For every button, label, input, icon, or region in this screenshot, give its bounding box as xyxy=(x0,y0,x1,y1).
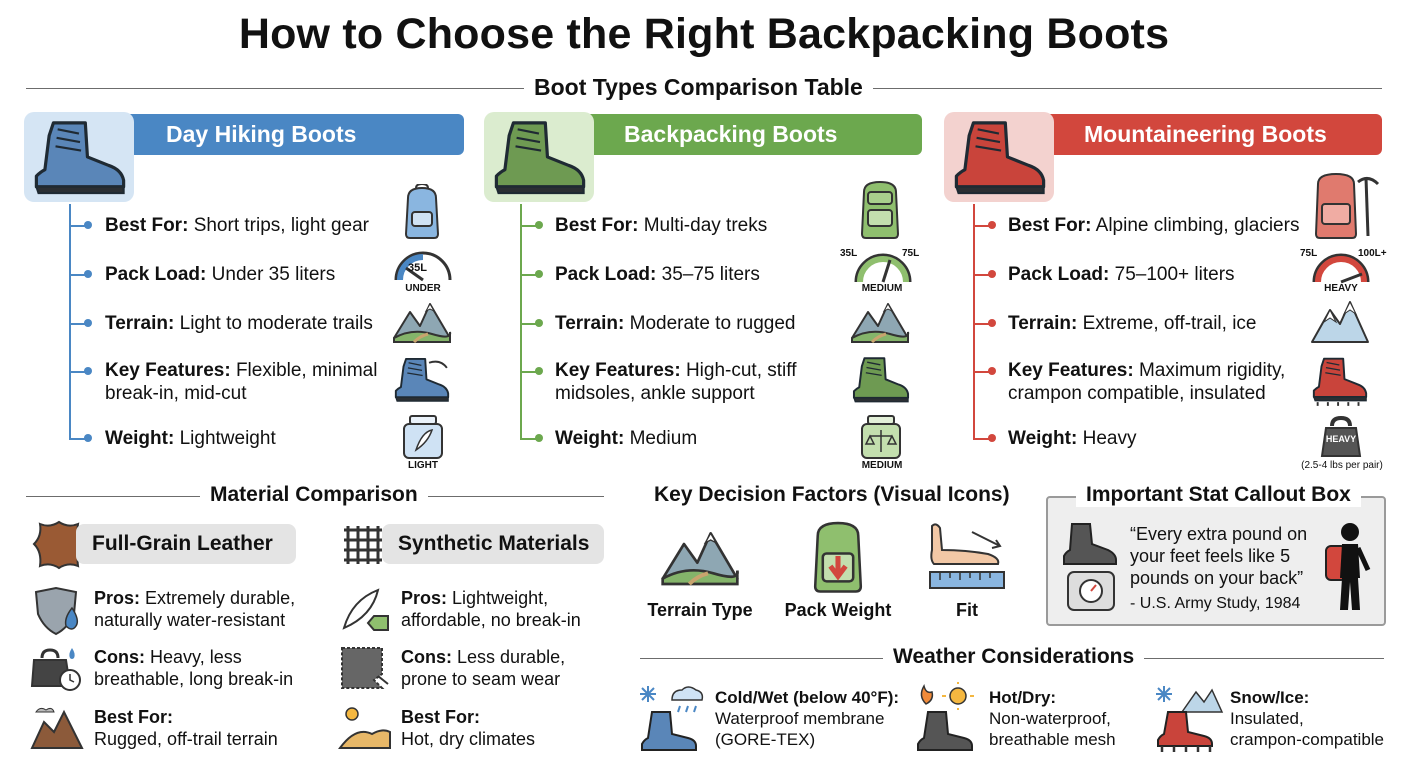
expedition-pack-icon xyxy=(1314,172,1380,239)
foot-ruler-icon xyxy=(929,523,1005,589)
gauge-left-label: 35L xyxy=(840,248,858,259)
snow-ice-icon xyxy=(1156,686,1224,752)
synthetic-weave-icon xyxy=(344,526,382,564)
crampon-boot-icon xyxy=(1312,357,1368,406)
hot-dry-icon xyxy=(917,682,974,751)
factor-pack-weight-label: Pack Weight xyxy=(784,600,892,620)
gauge-right-label: 100L+ xyxy=(1358,248,1387,259)
weight-note: (2.5-4 lbs per pair) xyxy=(1301,460,1383,471)
backpacking-boot-icon xyxy=(494,121,586,195)
page-title: How to Choose the Right Backpacking Boot… xyxy=(238,10,1170,58)
day-hiking-boot-tile xyxy=(24,112,134,202)
factors-heading: Key Decision Factors (Visual Icons) xyxy=(644,483,1020,507)
pack-gauge-icon xyxy=(1312,253,1370,284)
synthetic-cons: Cons: Less durable,prone to seam wear xyxy=(401,647,566,689)
backpacking-rail xyxy=(520,204,522,438)
small-backpack-icon xyxy=(404,184,440,239)
backpack-icon xyxy=(860,180,900,239)
mountaineering-boot-icon xyxy=(954,121,1046,195)
factor-terrain-label: Terrain Type xyxy=(647,600,753,620)
table-row: Terrain: Moderate to rugged xyxy=(555,313,796,334)
synthetic-pill: Synthetic Materials xyxy=(382,524,604,564)
weather-cold: Cold/Wet (below 40°F):Waterproof membran… xyxy=(715,688,900,749)
leather-pill: Full-Grain Leather xyxy=(76,524,296,564)
weight-label: MEDIUM xyxy=(861,460,903,471)
weather-snow: Snow/Ice:Insulated,crampon-compatible xyxy=(1230,688,1385,749)
leather-best: Best For:Rugged, off-trail terrain xyxy=(94,707,278,749)
weather-heading: Weather Considerations xyxy=(883,645,1145,669)
weight-label: LIGHT xyxy=(408,460,438,471)
mountaineering-boot-tile xyxy=(944,112,1054,202)
factor-fit-label: Fit xyxy=(956,600,978,620)
callout-heading: Important Stat Callout Box xyxy=(1076,483,1361,507)
high-cut-boot-icon xyxy=(852,357,910,403)
table-row: Pack Load: 75–100+ liters xyxy=(1008,264,1235,285)
boot-on-scale-icon xyxy=(1063,523,1117,611)
weather-hot: Hot/Dry:Non-waterproof,breathable mesh xyxy=(989,688,1116,749)
ice-mountain-icon xyxy=(1311,300,1369,343)
table-row: Best For: Short trips, light gear xyxy=(105,215,369,236)
materials-heading: Material Comparison xyxy=(200,483,428,507)
balance-scale-icon xyxy=(861,415,901,459)
table-row: Pack Load: 35–75 liters xyxy=(555,264,760,285)
mountaineering-rail xyxy=(973,204,975,438)
gauge-top-label: 35L xyxy=(408,262,427,274)
table-row: Weight: Lightweight xyxy=(105,428,276,449)
day-hiking-boot-icon xyxy=(34,121,126,195)
synthetic-pros: Pros: Lightweight,affordable, no break-i… xyxy=(401,588,581,630)
leather-hide-icon xyxy=(32,520,86,570)
table-row: Weight: Heavy xyxy=(1008,428,1137,449)
pack-gauge-icon xyxy=(394,251,452,282)
gauge-label: UNDER xyxy=(405,283,441,294)
synthetic-best: Best For:Hot, dry climates xyxy=(401,707,536,749)
table-row: Pack Load: Under 35 liters xyxy=(105,264,336,285)
flex-boot-icon xyxy=(394,357,450,403)
terrain-icon xyxy=(392,302,452,344)
rugged-terrain-icon xyxy=(30,707,84,749)
terrain-type-icon xyxy=(660,531,740,586)
gauge-label: HEAVY xyxy=(1324,283,1358,294)
comparison-heading: Boot Types Comparison Table xyxy=(524,74,873,101)
pack-gauge-icon xyxy=(854,253,912,283)
leather-pros: Pros: Extremely durable,naturally water-… xyxy=(94,588,296,630)
gauge-right-label: 75L xyxy=(902,248,920,259)
gauge-label: MEDIUM xyxy=(861,283,903,294)
day-hiking-rail xyxy=(69,204,71,438)
shield-drop-icon xyxy=(34,586,79,636)
hiker-icon xyxy=(1325,523,1371,610)
table-row: Weight: Medium xyxy=(555,428,698,449)
backpacking-boot-tile xyxy=(484,112,594,202)
callout-source: - U.S. Army Study, 1984 xyxy=(1130,595,1301,612)
table-row: Key Features: Maximum rigidity,crampon c… xyxy=(1008,360,1286,404)
light-scale-icon xyxy=(403,415,443,459)
pack-weight-icon xyxy=(813,521,863,593)
heavy-clock-icon xyxy=(30,648,81,691)
cold-wet-icon xyxy=(640,686,704,751)
gauge-left-label: 75L xyxy=(1300,248,1318,259)
heavy-weight-icon xyxy=(1320,415,1362,457)
torn-fabric-icon xyxy=(341,647,389,689)
terrain-icon xyxy=(850,302,910,344)
table-row: Best For: Alpine climbing, glaciers xyxy=(1008,215,1300,236)
table-row: Terrain: Light to moderate trails xyxy=(105,313,373,334)
table-row: Best For: Multi-day treks xyxy=(555,215,768,236)
desert-sun-icon xyxy=(338,707,391,749)
feather-tag-icon xyxy=(342,588,389,631)
heavy-tag: HEAVY xyxy=(1325,434,1357,444)
table-row: Terrain: Extreme, off-trail, ice xyxy=(1008,313,1257,334)
